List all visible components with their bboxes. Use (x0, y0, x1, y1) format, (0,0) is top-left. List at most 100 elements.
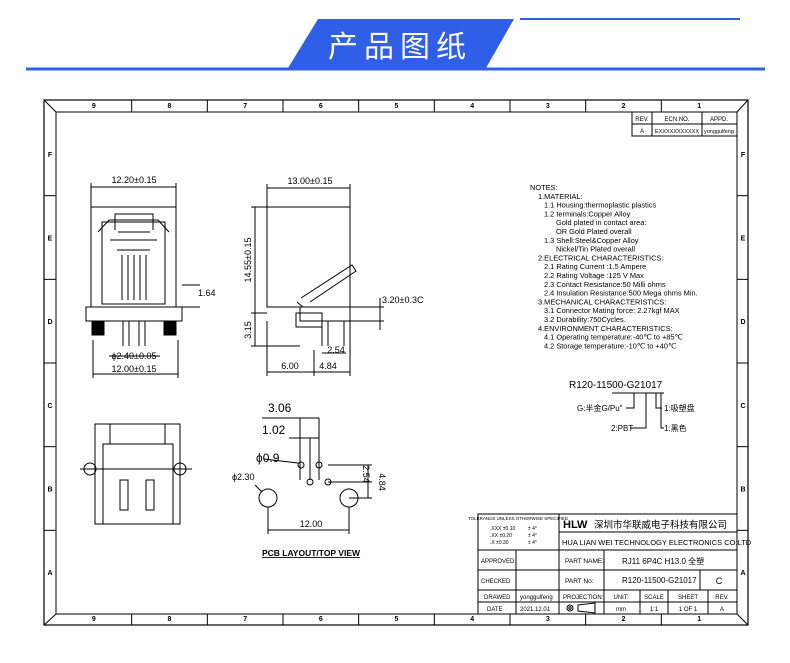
rev-value: A (720, 607, 724, 613)
col-label-1: 1 (697, 616, 701, 623)
note-line: NOTES: (530, 183, 558, 192)
dim-pcb-v1: 2.54 (361, 465, 371, 483)
col-label-2: 2 (622, 103, 626, 110)
dim-pcb-b: 1.02 (262, 423, 286, 437)
note-line: 2.4 Insulation Resistance:500 Mega ohms … (544, 289, 698, 298)
note-line: 3.1 Connector Mating force: 2.27kgf MAX (544, 306, 680, 315)
rev-label: REV. (715, 595, 729, 601)
rev-value-rev: A (640, 129, 644, 135)
banner-graphic (26, 18, 765, 71)
tol-right-0: ± 4° (528, 526, 537, 532)
corner-tl (43, 99, 57, 113)
page-banner: 产品图纸 (0, 0, 790, 80)
revision-block: REV. ECN.NO. APPD. A EXXXXXXXXXXX yonggu… (631, 111, 738, 137)
dim-pcb-hole: ϕ0.9 (256, 451, 280, 465)
dim-side-width: 13.00±0.15 (288, 176, 333, 186)
dim-pcb-v2: 4.84 (377, 473, 387, 491)
pcb-layout (254, 417, 372, 534)
note-line: 4.1 Operating temperature:-40℃ to +85℃ (544, 333, 683, 342)
title-block (477, 513, 738, 615)
row-label-C: C (47, 403, 52, 410)
dim-front-width: 12.20±0.15 (112, 175, 157, 185)
col-label-8: 8 (168, 616, 172, 623)
dim-front-base: 12.00±0.15 (112, 364, 157, 374)
part-no-rev: C (716, 576, 723, 586)
tol-title: TOLERANCE UNLESS OTHERWISE SPECIFIED (468, 516, 569, 521)
corner-tr (736, 99, 749, 113)
dim-pcb-a: 3.06 (268, 401, 292, 415)
row-label-F: F (48, 152, 53, 159)
note-line: 4.ENVIRONMENT CHARACTERISTICS: (538, 324, 673, 333)
corner-bl (43, 613, 57, 626)
part-black-label: 1:黑色 (664, 423, 687, 433)
col-label-9: 9 (92, 103, 96, 110)
rev-header-ecn: ECN.NO. (664, 117, 689, 123)
part-code: R120-11500-G21017 (569, 380, 663, 391)
rev-value-ecn: EXXXXXXXXXXX (655, 129, 699, 135)
scale-label: SCALE (644, 595, 664, 601)
note-line: 2.2 Rating Voltage :125 V Max (544, 271, 644, 280)
company-cn: 深圳市华联威电子科技有限公司 (594, 519, 727, 531)
row-label-B: B (740, 487, 745, 494)
date-label: DATE (487, 607, 503, 613)
note-line: Nickel/Tin Plated overall (556, 245, 635, 254)
sheet-label: SHEET (678, 595, 698, 601)
company-logo: HLW (563, 519, 588, 531)
row-label-E: E (48, 236, 53, 243)
sheet-value: 1 OF 1 (679, 607, 698, 613)
col-label-3: 3 (546, 616, 550, 623)
part-no-value: R120-11500-G21017 (622, 576, 697, 585)
rev-header-appd: APPD. (710, 117, 728, 123)
pcb-caption: PCB LAYOUT/TOP VIEW (262, 548, 361, 558)
tol-right-2: ± 4° (528, 540, 537, 546)
part-name-value: RJ11 6P4C H13.0 全塑 (622, 556, 704, 566)
side-view (251, 184, 384, 376)
drawed-label: DRAWED (484, 595, 511, 601)
note-line: 1.1 Housing:thermoplastic plastics (544, 201, 656, 210)
part-g-label: G:半金G/Pu" (577, 403, 623, 413)
col-label-5: 5 (395, 103, 399, 110)
rev-value-appd: yonggulfeng (704, 129, 734, 135)
unit-label: UNIT: (614, 595, 629, 601)
unit-value: mm (616, 607, 626, 613)
notes-block: NOTES:1.MATERIAL:1.1 Housing:thermoplast… (530, 183, 698, 350)
tol-left-0: .XXX ±0.10 (490, 526, 515, 532)
col-label-7: 7 (243, 103, 247, 110)
col-label-5: 5 (395, 616, 399, 623)
dim-front-pitch: ϕ2.40±0.05 (111, 351, 156, 361)
col-label-3: 3 (546, 103, 550, 110)
approved-label: APPROVED (481, 559, 515, 565)
note-line: 1.3 Shell:Steel&Copper Alloy (544, 236, 639, 245)
row-label-A: A (740, 570, 745, 577)
note-line: 3.MECHANICAL CHARACTERISTICS: (538, 297, 666, 306)
col-label-8: 8 (168, 103, 172, 110)
front-view (85, 183, 200, 378)
col-label-4: 4 (470, 103, 474, 110)
projection-symbol (566, 602, 596, 614)
corner-br (736, 613, 749, 626)
note-line: OR Gold Plated overall (556, 227, 632, 236)
note-line: 1.2 terminals:Copper Alloy (544, 209, 631, 218)
dim-side-pin: 2.54 (327, 345, 345, 355)
tol-right-1: ± 4° (528, 533, 537, 539)
col-label-1: 1 (697, 103, 701, 110)
rev-header-rev: REV. (635, 117, 649, 123)
col-label-6: 6 (319, 616, 323, 623)
dim-side-right: 3.20±0.3C (382, 295, 424, 305)
dim-side-base: 3.15 (243, 321, 253, 339)
dim-side-a: 6.00 (281, 361, 299, 371)
col-label-6: 6 (319, 103, 323, 110)
dim-pcb-peg: ϕ2.30 (232, 472, 255, 482)
row-label-D: D (740, 319, 745, 326)
dim-side-b: 4.84 (319, 361, 337, 371)
scale-value: 1:1 (650, 607, 659, 613)
note-line: 3.2 Durability:750Cycles. (544, 315, 626, 324)
date-value: 2021.12.01 (520, 607, 551, 613)
col-label-9: 9 (92, 616, 96, 623)
dim-front-side: 1.64 (198, 288, 216, 298)
note-line: 2.3 Contact Resistance:50 Milli ohms (544, 280, 666, 289)
col-label-4: 4 (470, 616, 474, 623)
col-label-7: 7 (243, 616, 247, 623)
